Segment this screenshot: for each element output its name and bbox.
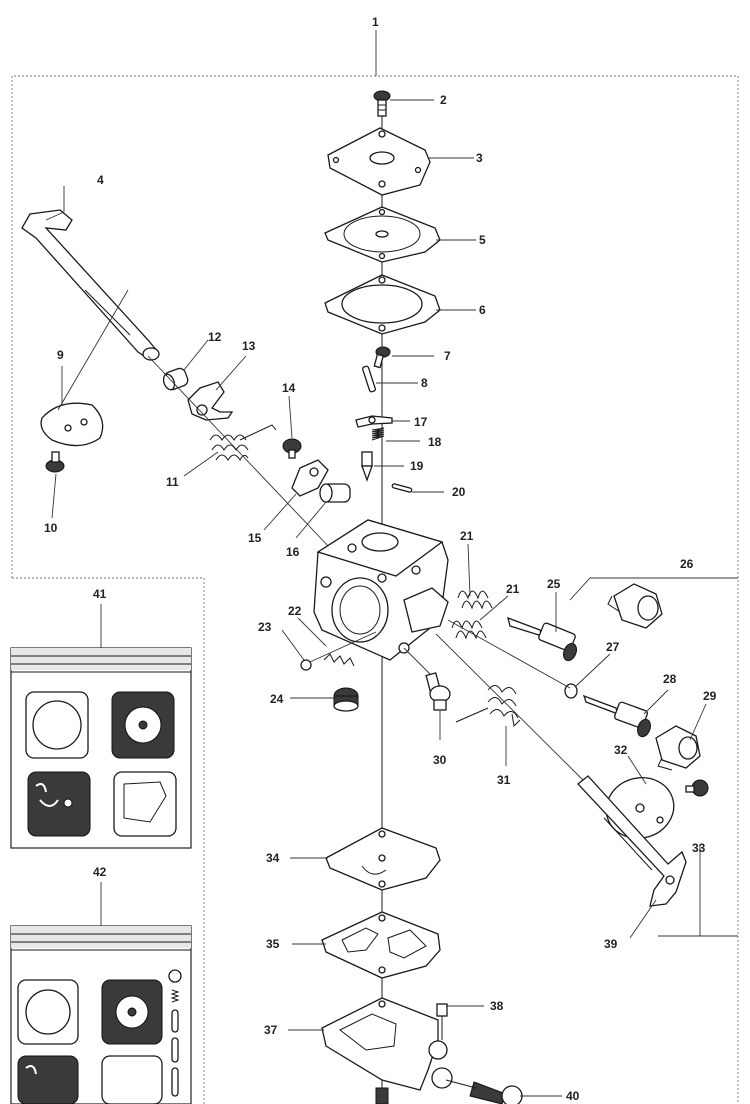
label-part-3: 3 xyxy=(476,151,483,165)
kit-part-41 xyxy=(10,604,192,849)
label-part-16: 16 xyxy=(286,545,300,559)
callout-labels: 1 2 3 4 5 6 7 8 9 10 11 12 13 14 15 16 1… xyxy=(44,15,717,1103)
label-part-23: 23 xyxy=(258,620,272,634)
label-part-11: 11 xyxy=(166,475,179,489)
label-part-30: 30 xyxy=(433,753,447,767)
gasket-part-6 xyxy=(324,274,441,335)
label-part-40: 40 xyxy=(566,1089,580,1103)
spring-part-18 xyxy=(371,427,385,441)
kit-part-42 xyxy=(10,882,192,1104)
label-part-28: 28 xyxy=(663,672,677,686)
label-part-8: 8 xyxy=(421,376,428,390)
screw-part-30 xyxy=(403,647,451,711)
plug-part-38 xyxy=(436,1003,448,1040)
screw-part-10 xyxy=(45,451,65,473)
label-part-21-lower: 21 xyxy=(506,582,520,596)
label-part-7: 7 xyxy=(444,349,451,363)
label-part-19: 19 xyxy=(410,459,424,473)
label-part-31: 31 xyxy=(497,773,511,787)
limiter-cap-part-26 xyxy=(569,577,738,629)
label-part-6: 6 xyxy=(479,303,486,317)
label-part-13: 13 xyxy=(242,339,256,353)
label-part-41: 41 xyxy=(93,587,107,601)
label-part-5: 5 xyxy=(479,233,486,247)
label-part-35: 35 xyxy=(266,937,280,951)
label-part-27: 27 xyxy=(606,640,620,654)
label-part-29: 29 xyxy=(703,689,717,703)
gasket-part-35 xyxy=(321,911,441,979)
label-part-10: 10 xyxy=(44,521,58,535)
spring-part-31 xyxy=(455,685,521,728)
check-ball-part-23 xyxy=(300,659,312,671)
label-part-12: 12 xyxy=(208,330,222,344)
label-part-38: 38 xyxy=(490,999,504,1013)
bottom-spring xyxy=(375,1087,389,1104)
label-part-21-upper: 21 xyxy=(460,529,474,543)
return-spring-part-11 xyxy=(209,424,277,462)
label-part-42: 42 xyxy=(93,865,107,879)
assembly-frame xyxy=(11,30,739,1104)
label-part-24: 24 xyxy=(270,692,284,706)
screw-part-7 xyxy=(373,346,391,369)
label-part-22: 22 xyxy=(288,604,302,618)
bushing-part-12 xyxy=(162,367,189,391)
label-part-14: 14 xyxy=(282,381,296,395)
limiter-cap-part-29 xyxy=(655,725,701,771)
leader-lines xyxy=(45,99,707,1097)
label-part-18: 18 xyxy=(428,435,442,449)
fuel-fitting-part-40 xyxy=(445,1079,523,1104)
cap-part-14 xyxy=(282,438,302,459)
label-part-34: 34 xyxy=(266,851,280,865)
spring-part-21-lower xyxy=(451,620,487,640)
adjusting-needle-part-25 xyxy=(507,616,578,662)
throttle-shaft-part-4 xyxy=(21,209,160,361)
throttle-plate-part-9 xyxy=(40,289,129,447)
label-part-1: 1 xyxy=(372,15,379,29)
screw-part-33 xyxy=(685,779,709,797)
carburetor-body xyxy=(313,519,449,661)
label-part-26: 26 xyxy=(680,557,694,571)
label-part-39: 39 xyxy=(604,937,618,951)
label-part-17: 17 xyxy=(414,415,428,429)
pin-part-20 xyxy=(391,483,413,493)
lever-part-15 xyxy=(291,459,329,497)
pump-diaphragm-part-5 xyxy=(324,206,441,263)
collar-part-16 xyxy=(319,483,351,503)
label-part-15: 15 xyxy=(248,531,262,545)
spring-part-22 xyxy=(323,653,355,667)
screw-part-2 xyxy=(373,90,391,117)
pin-part-8 xyxy=(361,365,377,393)
label-part-20: 20 xyxy=(452,485,466,499)
label-part-32: 32 xyxy=(614,743,628,757)
metering-diaphragm-part-34 xyxy=(325,827,441,891)
label-part-25: 25 xyxy=(547,577,561,591)
lever-part-13 xyxy=(187,381,234,421)
lever-part-17 xyxy=(355,415,393,428)
label-part-37: 37 xyxy=(264,1023,278,1037)
label-part-4: 4 xyxy=(97,173,104,187)
pump-cover-part-3 xyxy=(327,127,431,196)
needle-part-19 xyxy=(361,451,373,482)
adjusting-needle-part-28 xyxy=(582,694,651,738)
choke-shaft-part-39 xyxy=(577,775,687,907)
washer-part-27 xyxy=(564,683,578,699)
metering-cover-part-37 xyxy=(321,997,453,1091)
spring-part-21-upper xyxy=(457,590,493,610)
filter-screen-part-24 xyxy=(333,687,359,712)
label-part-9: 9 xyxy=(57,348,64,362)
label-part-2: 2 xyxy=(440,93,447,107)
label-part-33: 33 xyxy=(692,841,706,855)
